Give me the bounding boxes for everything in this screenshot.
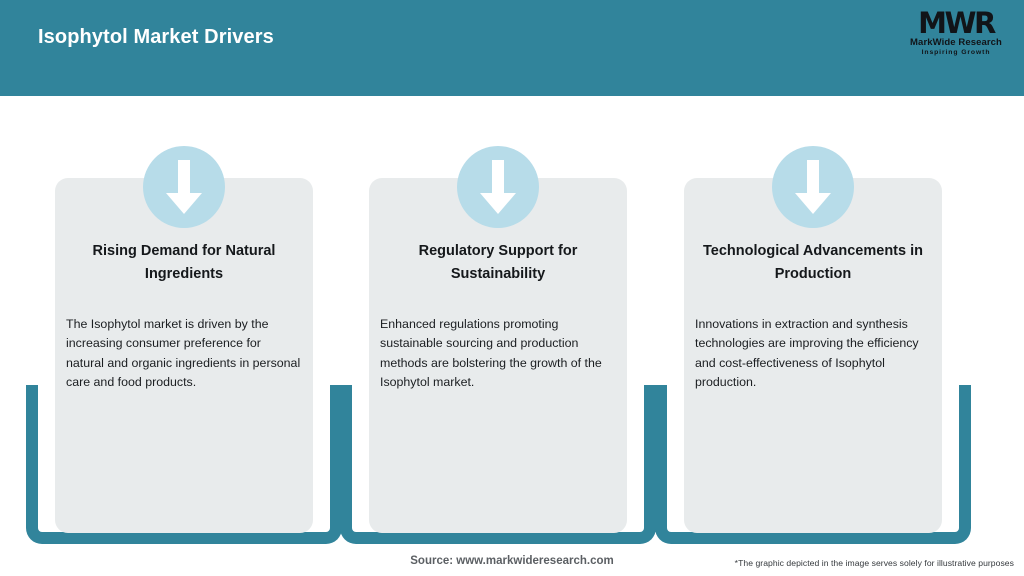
card-title-3: Technological Advancements in Production [703, 243, 923, 282]
logo-tagline: Inspiring Growth [921, 49, 991, 56]
card-body-3: Innovations in extraction and synthesis … [695, 317, 919, 390]
driver-card-2: Regulatory Support for Sustainability En… [340, 96, 656, 551]
card-body-1: The Isophytol market is driven by the in… [66, 317, 301, 390]
driver-card-1: Rising Demand for Natural Ingredients Th… [26, 96, 342, 551]
card-panel-2: Regulatory Support for Sustainability En… [369, 178, 627, 533]
page-header: Isophytol Market Drivers MWR MarkWide Re… [0, 0, 1024, 96]
down-arrow-icon-1 [143, 146, 225, 228]
card-title-1: Rising Demand for Natural Ingredients [92, 243, 276, 282]
card-bracket-1 [26, 385, 342, 544]
card-bracket-3 [655, 385, 971, 544]
illustrative-disclaimer: *The graphic depicted in the image serve… [734, 558, 1014, 568]
down-arrow-icon-2 [457, 146, 539, 228]
page-title: Isophytol Market Drivers [38, 26, 274, 48]
logo-company-name: MarkWide Research [910, 37, 1002, 48]
brand-logo: MWR MarkWide Research Inspiring Growth [902, 8, 1010, 66]
source-attribution: Source: www.markwideresearch.com [410, 555, 614, 567]
card-body-2: Enhanced regulations promoting sustainab… [380, 317, 602, 390]
driver-card-3: Technological Advancements in Production… [655, 96, 971, 551]
card-title-2: Regulatory Support for Sustainability [418, 243, 578, 282]
card-panel-3: Technological Advancements in Production… [684, 178, 942, 533]
card-panel-1: Rising Demand for Natural Ingredients Th… [55, 178, 313, 533]
down-arrow-icon-3 [772, 146, 854, 228]
logo-monogram: MWR [918, 6, 996, 40]
card-bracket-2 [340, 385, 656, 544]
driver-cards-container: Rising Demand for Natural Ingredients Th… [0, 96, 1024, 551]
